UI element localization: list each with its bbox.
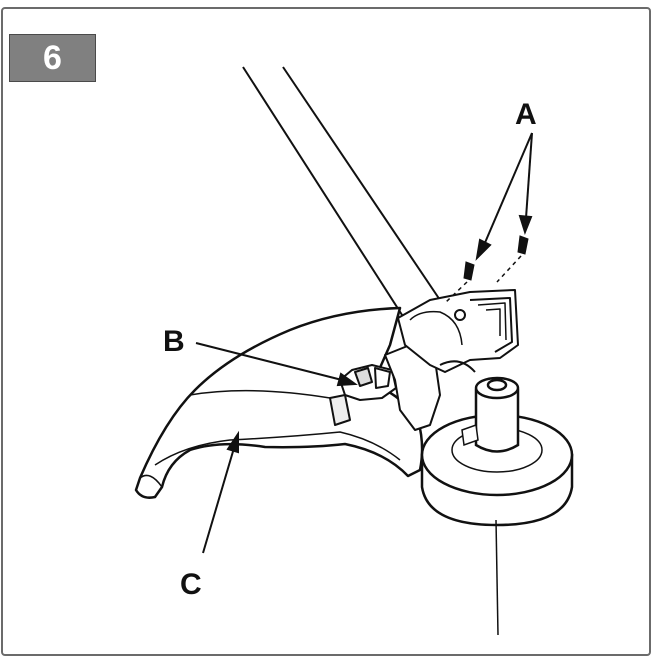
motor-housing: [397, 289, 519, 373]
callout-label-b: B: [163, 325, 185, 358]
spool-head: [420, 376, 574, 527]
callout-label-a: A: [515, 98, 537, 131]
leader-arrows: [195, 132, 533, 554]
callout-label-c: C: [180, 568, 202, 601]
clamp-bracket-b: [329, 344, 441, 431]
screws-a: [445, 235, 529, 303]
diagram-frame: [1, 7, 651, 656]
cutting-line: [495, 519, 499, 636]
trimmer-shaft: [242, 66, 441, 319]
step-number-badge: 6: [9, 34, 96, 82]
